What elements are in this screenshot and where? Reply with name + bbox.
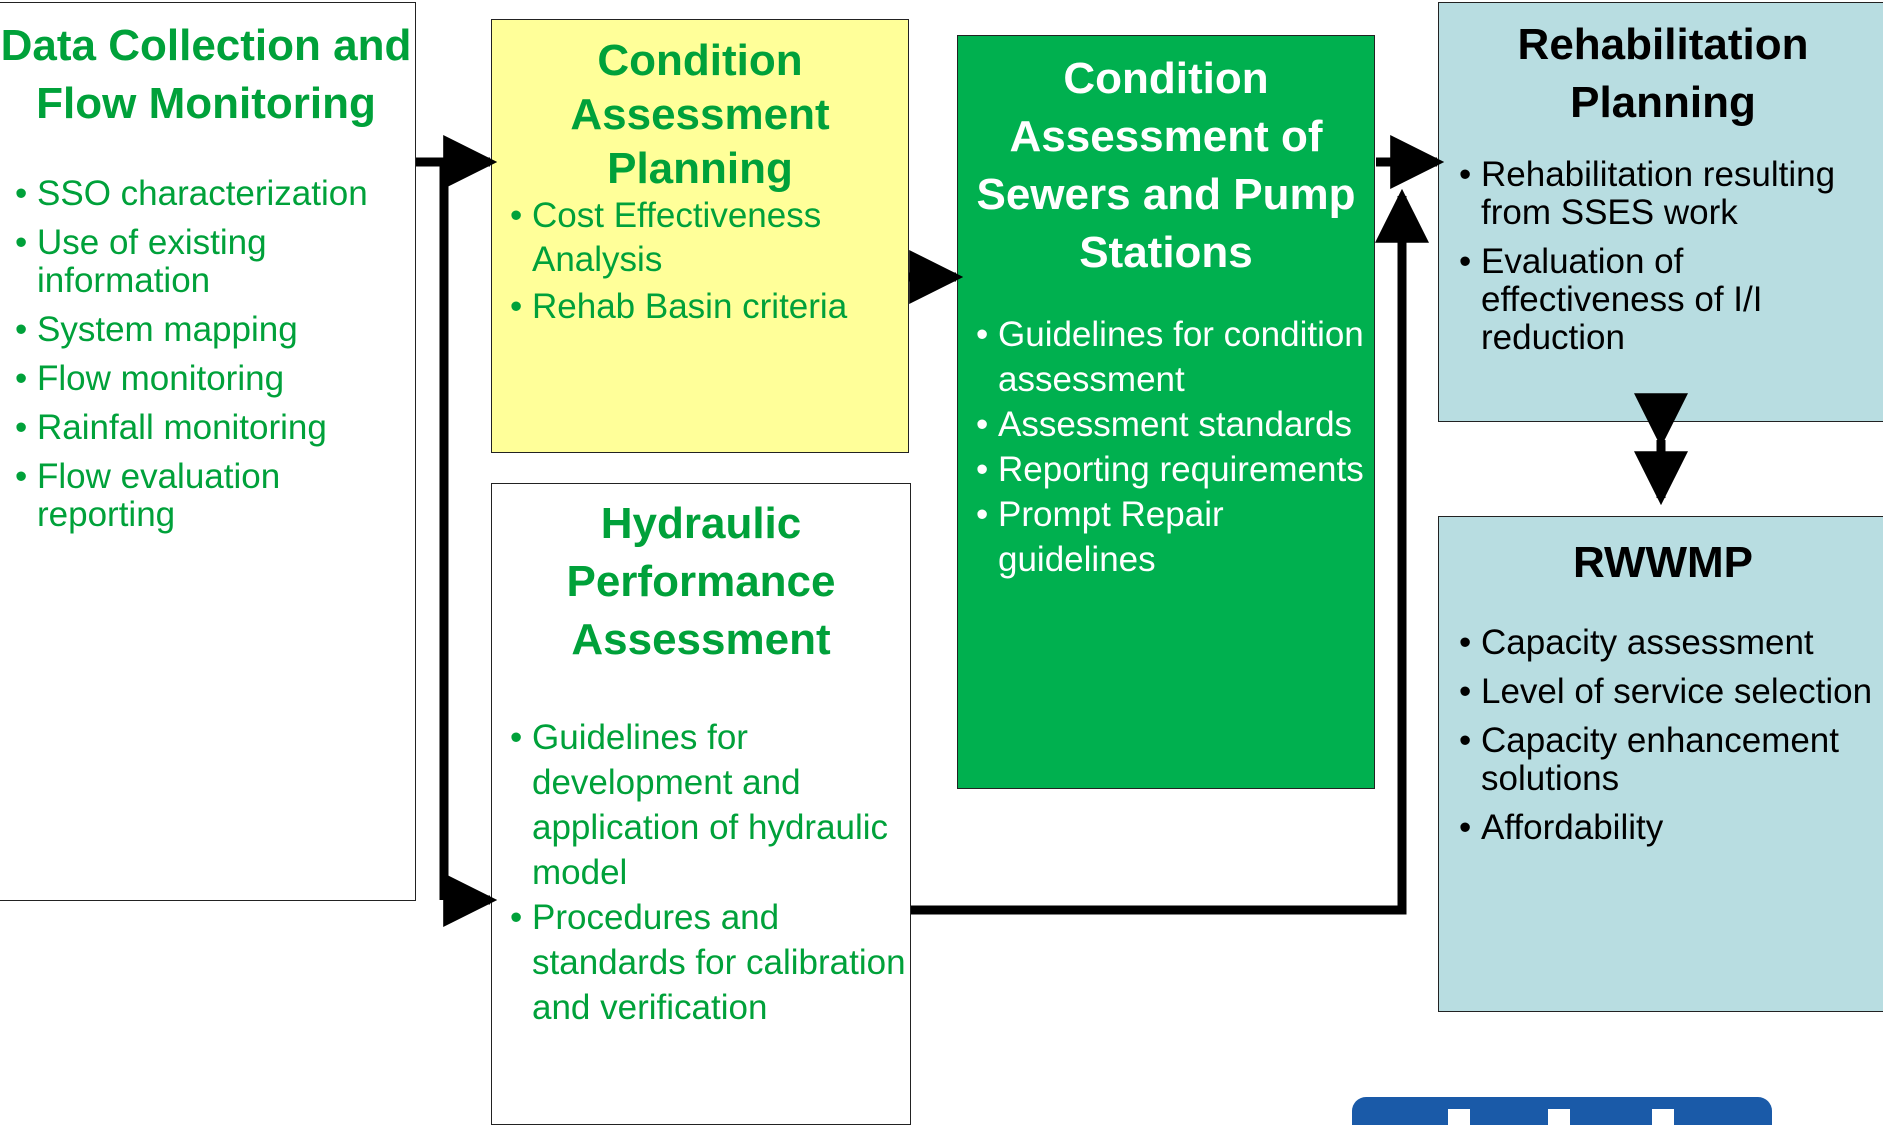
box-hydraulic-performance-assessment: Hydraulic Performance Assessment Guideli… xyxy=(491,483,911,1125)
bullet-list: Capacity assessment Level of service sel… xyxy=(1459,624,1883,848)
list-item: Rainfall monitoring xyxy=(15,409,415,448)
list-item: SSO characterization xyxy=(15,175,415,214)
list-item: Assessment standards xyxy=(976,402,1374,447)
box-data-collection: Data Collection and Flow Monitoring SSO … xyxy=(0,2,416,901)
box-title: Condition Assessment Planning xyxy=(570,36,830,193)
box-title: Condition Assessment of Sewers and Pump … xyxy=(976,54,1356,277)
logo-gap xyxy=(1652,1109,1674,1125)
box-title: RWWMP xyxy=(1572,538,1754,587)
list-item: Cost Effectiveness Analysis xyxy=(510,194,908,282)
list-item: Capacity enhancement solutions xyxy=(1459,722,1883,798)
list-item: Rehab Basin criteria xyxy=(510,285,908,329)
bullet-list: Guidelines for condition assessment Asse… xyxy=(976,312,1374,582)
bullet-list: Guidelines for development and applicati… xyxy=(510,715,910,1030)
list-item: Guidelines for condition assessment xyxy=(976,312,1374,402)
logo-gap xyxy=(1548,1109,1570,1125)
list-item: Flow evaluation reporting xyxy=(15,458,415,534)
list-item: Affordability xyxy=(1459,809,1883,848)
bullet-list: Rehabilitation resulting from SSES work … xyxy=(1459,156,1883,357)
box-condition-assessment-sewers: Condition Assessment of Sewers and Pump … xyxy=(957,35,1375,789)
list-item: System mapping xyxy=(15,311,415,350)
list-item: Procedures and standards for calibration… xyxy=(510,895,910,1030)
list-item: Evaluation of effectiveness of I/I reduc… xyxy=(1459,243,1883,357)
list-item: Rehabilitation resulting from SSES work xyxy=(1459,156,1883,232)
box-title: Hydraulic Performance Assessment xyxy=(566,499,836,664)
box-condition-assessment-planning: Condition Assessment Planning Cost Effec… xyxy=(491,19,909,453)
bullet-list: Cost Effectiveness Analysis Rehab Basin … xyxy=(510,194,908,329)
hrsd-logo xyxy=(1352,1095,1772,1125)
list-item: Reporting requirements xyxy=(976,447,1374,492)
box-title: Data Collection and Flow Monitoring xyxy=(0,21,412,128)
list-item: Use of existing information xyxy=(15,224,415,300)
box-rwwmp: RWWMP Capacity assessment Level of servi… xyxy=(1438,516,1883,1012)
list-item: Prompt Repair guidelines xyxy=(976,492,1374,582)
list-item: Capacity assessment xyxy=(1459,624,1883,663)
list-item: Guidelines for development and applicati… xyxy=(510,715,910,895)
box-rehabilitation-planning: Rehabilitation Planning Rehabilitation r… xyxy=(1438,2,1883,422)
logo-gap xyxy=(1448,1109,1470,1125)
bullet-list: SSO characterization Use of existing inf… xyxy=(15,175,415,534)
box-title: Rehabilitation Planning xyxy=(1517,20,1809,127)
list-item: Level of service selection xyxy=(1459,673,1883,712)
list-item: Flow monitoring xyxy=(15,360,415,399)
